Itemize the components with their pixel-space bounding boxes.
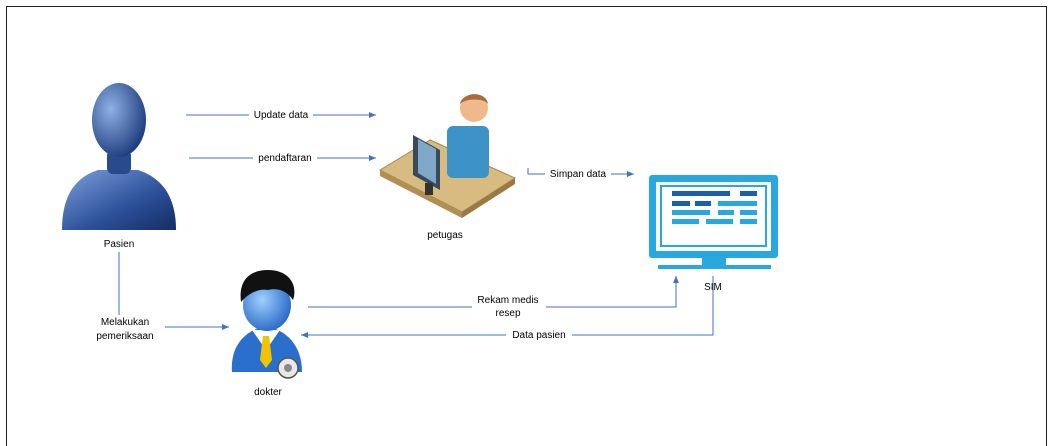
edge-data-pasien	[301, 276, 714, 338]
edge-label-bg	[253, 151, 317, 164]
edge-rekam-medis	[308, 276, 679, 308]
staff-at-desk-icon	[378, 94, 517, 218]
edge-label-pendaftaran: pendaftaran	[258, 153, 311, 164]
edge-label-bg	[545, 167, 611, 180]
flow-diagram: Pasien petugas SIM	[62, 83, 778, 398]
computer-monitor-icon	[649, 175, 778, 269]
edge-label-simpan-data: Simpan data	[550, 169, 607, 180]
edge-label-data-pasien: Data pasien	[512, 330, 565, 341]
edge-label-bg	[472, 294, 546, 320]
edge-label-bg	[506, 328, 572, 341]
node-label-petugas: petugas	[427, 230, 463, 241]
patient-person-icon	[62, 83, 176, 230]
edge-label-melakukan-line2: pemeriksaan	[96, 331, 153, 342]
edge-label-rekam-medis-line2: resep	[495, 308, 520, 319]
node-label-dokter: dokter	[254, 387, 282, 398]
edge-label-bg	[85, 315, 165, 343]
edge-label-update-data: Update data	[254, 110, 309, 121]
edge-label-rekam-medis-line1: Rekam medis	[477, 295, 538, 306]
edge-label-bg	[249, 108, 313, 121]
diagram-frame	[6, 6, 1047, 446]
doctor-icon	[231, 270, 302, 379]
edge-label-melakukan-line1: Melakukan	[101, 317, 149, 328]
node-label-pasien: Pasien	[104, 239, 135, 250]
